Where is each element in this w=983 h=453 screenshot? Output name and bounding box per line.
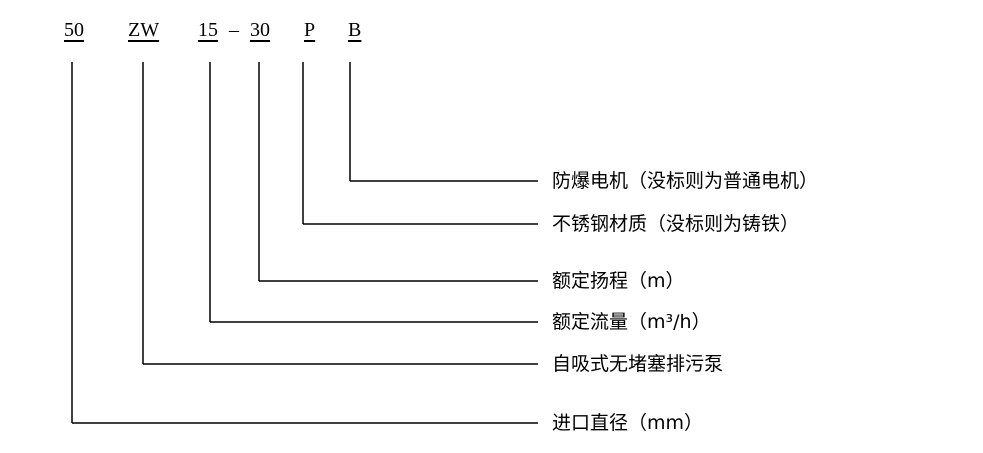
code-separator: – <box>229 19 239 41</box>
desc-rated-head: 额定扬程（m） <box>552 270 685 292</box>
code-flow: 15 <box>198 19 218 41</box>
code-inlet-diameter: 50 <box>64 19 84 41</box>
desc-rated-flow: 额定流量（m³/h） <box>552 311 711 333</box>
desc-explosion-proof-motor: 防爆电机（没标则为普通电机） <box>552 170 819 192</box>
desc-pump-type: 自吸式无堵塞排污泵 <box>552 353 724 375</box>
desc-stainless-material: 不锈钢材质（没标则为铸铁） <box>552 213 800 235</box>
code-series: ZW <box>128 19 160 41</box>
code-explosion-proof: B <box>348 19 362 41</box>
code-stainless: P <box>304 19 316 41</box>
code-head: 30 <box>250 19 270 41</box>
desc-inlet-diameter: 进口直径（mm） <box>552 412 704 434</box>
